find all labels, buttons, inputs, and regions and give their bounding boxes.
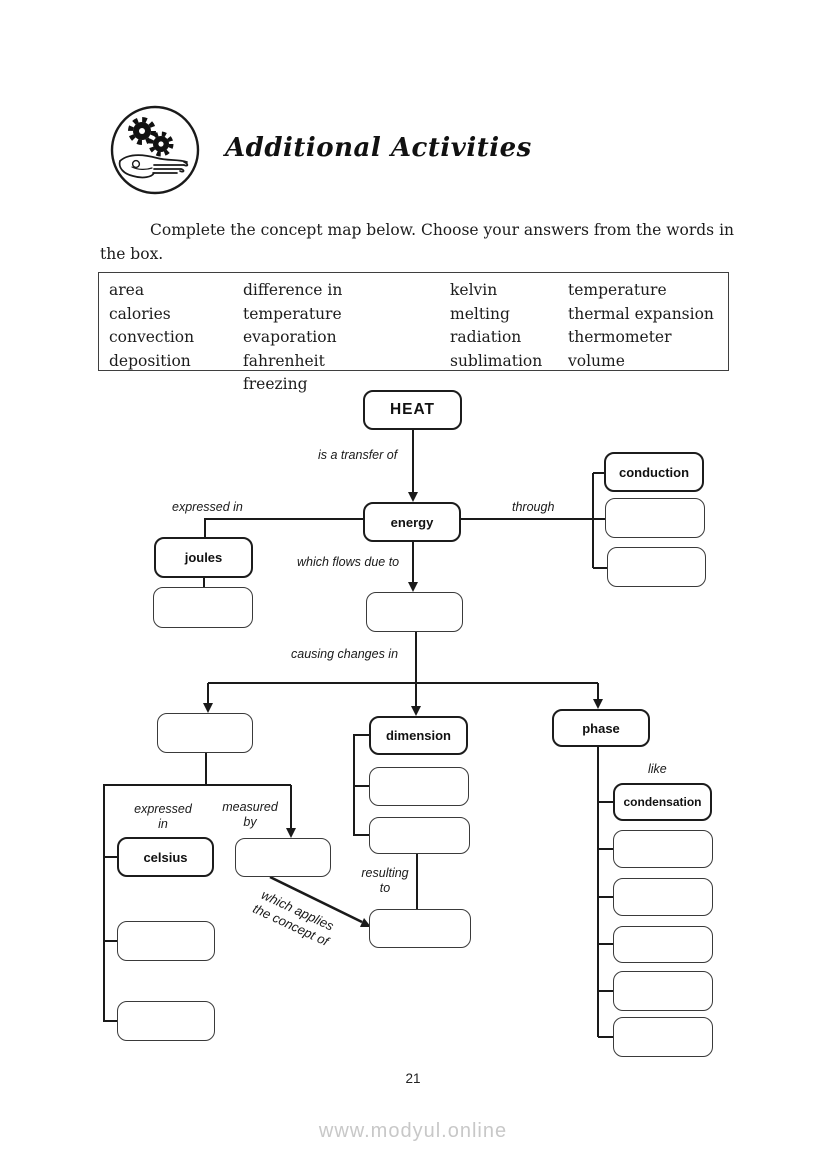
node-heat: HEAT bbox=[363, 390, 462, 430]
arrowhead bbox=[408, 492, 418, 502]
page-number: 21 bbox=[405, 1071, 421, 1086]
label-which-flows: which flows due to bbox=[297, 555, 400, 569]
word-bank-item: volume bbox=[568, 351, 625, 370]
line-celsius-connector bbox=[103, 784, 291, 1022]
arrowhead bbox=[360, 918, 371, 927]
node-celsius: celsius bbox=[117, 837, 214, 877]
gear-icon bbox=[148, 131, 174, 157]
label-is-a-transfer-of: is a transfer of bbox=[318, 448, 398, 462]
word-bank-item: freezing bbox=[243, 375, 308, 394]
answer-box-dimension-2[interactable] bbox=[369, 767, 469, 806]
answer-box-phase-3[interactable] bbox=[613, 878, 713, 916]
word-bank-column: area calories convection deposition bbox=[99, 273, 233, 370]
arrowhead bbox=[286, 828, 296, 838]
node-condensation: condensation bbox=[613, 783, 712, 821]
answer-box-measured-by[interactable] bbox=[235, 838, 331, 877]
answer-box-phase-5[interactable] bbox=[613, 971, 713, 1011]
arrowhead bbox=[593, 699, 603, 709]
word-bank-item: thermal expansion bbox=[568, 304, 714, 323]
word-bank-column: temperature thermal expansion thermomete… bbox=[558, 273, 728, 370]
answer-box-phase-2[interactable] bbox=[613, 830, 713, 868]
word-bank-item: calories bbox=[109, 304, 171, 323]
node-joules: joules bbox=[154, 537, 253, 578]
answer-box-flows[interactable] bbox=[366, 592, 463, 632]
node-dimension: dimension bbox=[369, 716, 468, 755]
word-bank: area calories convection deposition diff… bbox=[98, 272, 729, 393]
label-resulting-to: resulting to bbox=[361, 866, 409, 895]
word-bank-item: difference in temperature bbox=[243, 281, 343, 323]
line-phase-connector bbox=[597, 747, 613, 1038]
line-applies-arrow bbox=[269, 875, 363, 924]
word-bank-item: kelvin bbox=[450, 281, 498, 299]
node-energy: energy bbox=[363, 502, 461, 542]
line-energy-joules bbox=[204, 518, 363, 537]
word-bank-item: area bbox=[109, 281, 145, 299]
word-bank-column: difference in temperature evaporation fa… bbox=[233, 273, 440, 393]
line-flows-branch bbox=[208, 632, 598, 684]
word-bank-item: temperature bbox=[568, 281, 667, 299]
word-bank-item: radiation bbox=[450, 328, 522, 347]
answer-box-dimension-3[interactable] bbox=[369, 817, 470, 854]
node-phase: phase bbox=[552, 709, 650, 747]
node-label: celsius bbox=[143, 849, 188, 865]
node-label: condensation bbox=[623, 795, 702, 809]
arrowhead bbox=[203, 703, 213, 713]
node-label: phase bbox=[582, 720, 620, 736]
answer-box-phase-4[interactable] bbox=[613, 926, 713, 963]
word-bank-item: deposition bbox=[109, 351, 191, 370]
answer-box-through-3[interactable] bbox=[607, 547, 706, 587]
label-like: like bbox=[648, 762, 667, 776]
answer-box-joules-2[interactable] bbox=[153, 587, 253, 628]
answer-box-celsius-3[interactable] bbox=[117, 1001, 215, 1041]
word-bank-item: fahrenheit bbox=[243, 351, 325, 370]
gears-in-hand-logo bbox=[110, 105, 200, 195]
line-dimension-connector bbox=[353, 734, 369, 836]
word-bank-column: kelvin melting radiation sublimation bbox=[440, 273, 558, 370]
word-bank-item: evaporation bbox=[243, 328, 337, 347]
word-bank-item: convection bbox=[109, 328, 195, 347]
node-conduction: conduction bbox=[604, 452, 704, 492]
answer-box-celsius-2[interactable] bbox=[117, 921, 215, 961]
watermark: www.modyul.online bbox=[318, 1120, 508, 1142]
label-expressed-in: expressed in bbox=[172, 500, 243, 514]
node-label: conduction bbox=[618, 464, 690, 480]
node-label: HEAT bbox=[389, 401, 436, 418]
page-title: Additional Activities bbox=[225, 133, 532, 163]
node-label: dimension bbox=[385, 728, 451, 743]
line-through-connector bbox=[592, 472, 607, 569]
label-through: through bbox=[512, 500, 555, 514]
node-label: joules bbox=[184, 550, 223, 565]
label-expressed-in-2: expressed in bbox=[134, 802, 192, 831]
gear-icon bbox=[128, 117, 156, 145]
arrowhead bbox=[411, 706, 421, 716]
node-label: energy bbox=[390, 514, 434, 530]
answer-box-through-2[interactable] bbox=[605, 498, 705, 538]
answer-box-change-left[interactable] bbox=[157, 713, 253, 753]
label-causing-changes: causing changes in bbox=[291, 647, 399, 661]
arrowhead bbox=[408, 582, 418, 592]
word-bank-item: sublimation bbox=[450, 351, 543, 370]
instruction-text: Complete the concept map below. Choose y… bbox=[100, 221, 735, 263]
word-bank-item: melting bbox=[450, 304, 510, 323]
label-measured-by: measured by bbox=[222, 800, 278, 829]
answer-box-resulting[interactable] bbox=[369, 909, 471, 948]
hand-icon bbox=[118, 154, 189, 179]
answer-box-phase-6[interactable] bbox=[613, 1017, 713, 1057]
word-bank-item: thermometer bbox=[568, 328, 672, 347]
